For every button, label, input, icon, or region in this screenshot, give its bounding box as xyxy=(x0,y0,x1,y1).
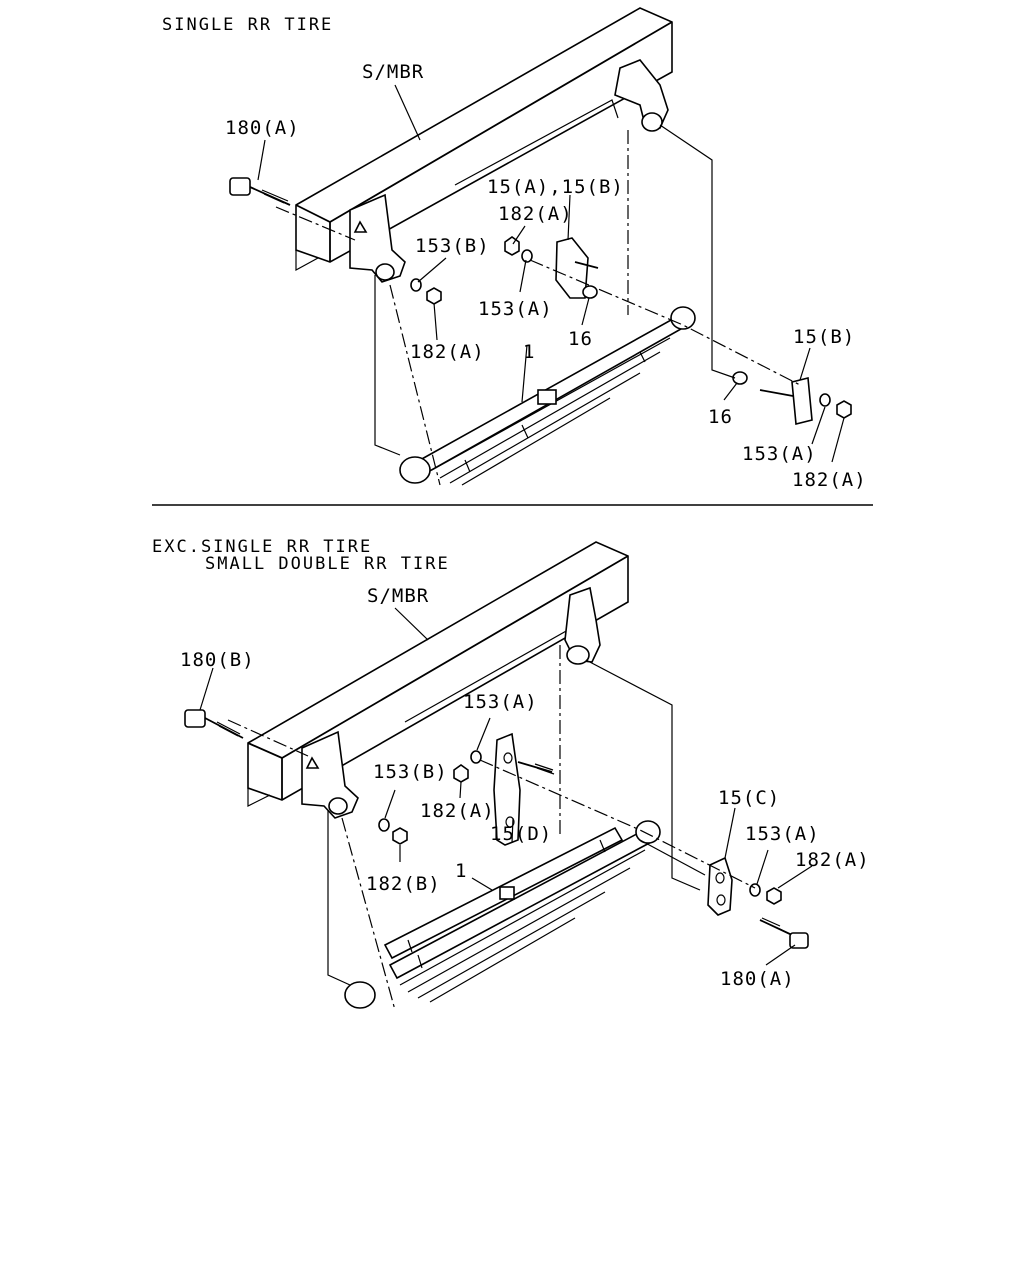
label-nut-rear: 182(A) xyxy=(795,849,870,871)
label-washer-front: 153(B) xyxy=(373,761,448,783)
center-lines xyxy=(227,645,756,1011)
label-pin-pair: 15(A),15(B) xyxy=(487,176,624,198)
label-bushing-mid: 16 xyxy=(568,328,593,350)
label-washer-rear: 153(A) xyxy=(742,443,817,465)
label-bolt-rear: 180(A) xyxy=(720,968,795,990)
front-bolt xyxy=(184,709,244,739)
label-member: S/MBR xyxy=(362,61,424,83)
section-heading-line-1: EXC.SINGLE RR TIRE xyxy=(152,537,372,557)
rear-hanger-bracket xyxy=(564,586,601,665)
side-member xyxy=(295,7,673,272)
shackle-rear xyxy=(732,371,852,426)
washer-mid xyxy=(521,249,533,263)
label-bushing-rear: 16 xyxy=(708,406,733,428)
leader-lines xyxy=(257,84,845,463)
front-hanger-bracket xyxy=(349,193,406,283)
front-bolt xyxy=(229,177,291,206)
shackle-pin-mid xyxy=(555,237,599,299)
washer-front xyxy=(378,818,390,832)
label-nut-top: 182(A) xyxy=(498,203,573,225)
label-washer-rear: 153(A) xyxy=(745,823,820,845)
washer-top xyxy=(470,750,482,764)
label-bolt-front: 180(A) xyxy=(225,117,300,139)
label-shackle-rear: 15(B) xyxy=(793,326,855,348)
section-single-rr-tire: SINGLE RR TIRE xyxy=(162,7,867,491)
label-washer-mid: 153(A) xyxy=(478,298,553,320)
label-washer-top: 153(A) xyxy=(463,691,538,713)
nut-top xyxy=(504,236,520,256)
label-nut-front: 182(B) xyxy=(366,873,441,895)
label-plate-front: 15(D) xyxy=(490,823,552,845)
front-hanger-bracket xyxy=(301,730,359,819)
center-lines xyxy=(275,124,801,486)
nut-mid xyxy=(453,764,469,783)
rear-hanger-bracket xyxy=(614,59,669,132)
label-member: S/MBR xyxy=(367,585,429,607)
leader-lines xyxy=(199,607,813,966)
section-heading-line-2: SMALL DOUBLE RR TIRE xyxy=(205,554,450,574)
callout-labels: S/MBR 180(B) 153(A) 153(B) 182(A) 15(D) … xyxy=(180,585,870,990)
label-leaf-spring: 1 xyxy=(523,341,535,363)
nut-front xyxy=(392,827,408,845)
label-nut-rear: 182(A) xyxy=(792,469,867,491)
nut-front xyxy=(426,287,442,305)
label-bolt-front: 180(B) xyxy=(180,649,255,671)
shackle-plate-rear xyxy=(707,856,809,949)
label-nut-front: 182(A) xyxy=(410,341,485,363)
label-plate-rear: 15(C) xyxy=(718,787,780,809)
section-exc-single-rr-tire: EXC.SINGLE RR TIRE SMALL DOUBLE RR TIRE xyxy=(152,537,870,1011)
label-leaf-spring: 1 xyxy=(455,860,467,882)
section-heading: SINGLE RR TIRE xyxy=(162,15,333,35)
leaf-spring xyxy=(399,306,696,486)
leaf-spring xyxy=(344,820,661,1009)
label-washer-front: 153(B) xyxy=(415,235,490,257)
callout-labels: S/MBR 180(A) 15(A),15(B) 182(A) 153(B) 1… xyxy=(225,61,867,491)
label-nut-mid: 182(A) xyxy=(420,800,495,822)
